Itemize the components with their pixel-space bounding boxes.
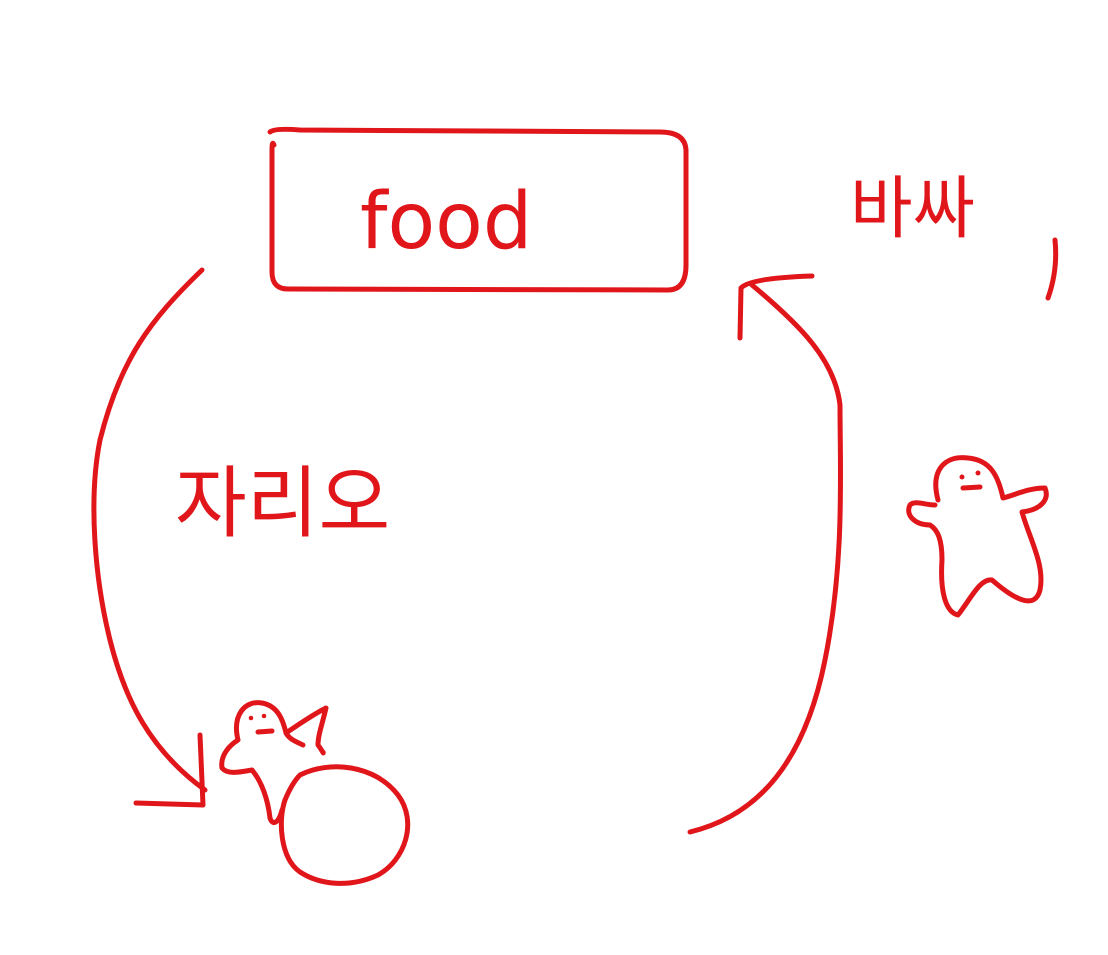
- food-box-outline: [267, 126, 689, 293]
- left-arc: [91, 267, 208, 793]
- right-cycle-arrow: [687, 273, 844, 835]
- person-small-eye-right: [261, 713, 267, 719]
- left-label: 자리오: [175, 459, 390, 549]
- ball: [278, 764, 411, 886]
- food-box-label: food: [360, 177, 532, 267]
- person-right-eye-left: [959, 474, 965, 480]
- right-arrowhead: [737, 273, 815, 341]
- left-cycle-arrow: [91, 267, 208, 808]
- person-right-mouth: [960, 484, 983, 491]
- food-box: food: [267, 126, 689, 293]
- person-right-eye-right: [975, 470, 981, 476]
- right-label-tail: [1045, 237, 1059, 301]
- right-label: 바싸: [850, 170, 975, 249]
- person-right-body: [906, 455, 1049, 618]
- person-figure-right: [906, 455, 1049, 618]
- left-arrowhead: [133, 732, 206, 808]
- person-small-eye-left: [248, 715, 254, 721]
- person-small-mouth: [255, 728, 275, 735]
- person-small-body: [219, 700, 329, 825]
- right-arc: [687, 282, 844, 835]
- person-with-ball: [219, 700, 411, 886]
